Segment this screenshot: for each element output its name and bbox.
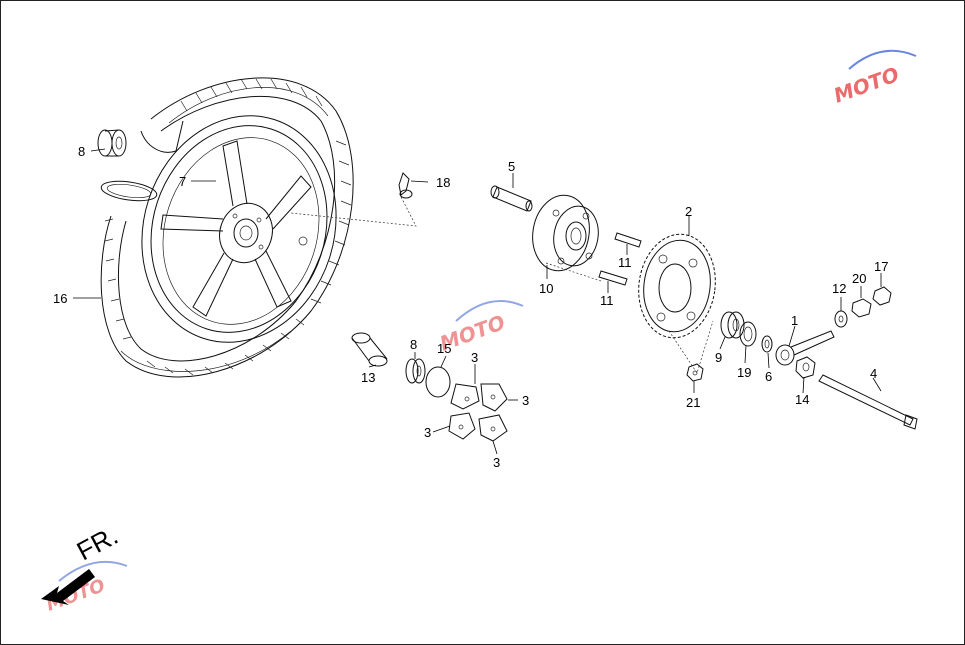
callout-17: 17: [874, 259, 888, 274]
callout-3-left: 3: [424, 425, 431, 440]
callout-6: 6: [765, 369, 772, 384]
hub-bolt: [490, 185, 533, 212]
sprocket-stud-upper: [614, 232, 642, 248]
bearing-right: [720, 311, 745, 339]
callout-21: 21: [686, 395, 700, 410]
watermark-logo-top-right: MOTO: [831, 49, 917, 108]
callout-16: 16: [53, 291, 67, 306]
wheel-bearing-left: [97, 129, 127, 157]
leader-lines: [73, 148, 882, 455]
tire-valve: [290, 172, 417, 227]
callout-9: 9: [715, 350, 722, 365]
washer: [834, 310, 848, 328]
rear-axle: [818, 374, 918, 430]
callout-20: 20: [852, 271, 866, 286]
callouts: 1 2 3 3 3 3 4 5 6 7 8 8 9 10 11 11 12 13…: [53, 144, 888, 470]
callout-18: 18: [436, 175, 450, 190]
chain-adjuster: [775, 330, 835, 366]
hub-damper-rubbers: [448, 383, 508, 442]
callout-12: 12: [832, 281, 846, 296]
callout-10: 10: [539, 281, 553, 296]
callout-11-upper: 11: [618, 255, 632, 270]
o-ring: [425, 366, 451, 398]
oil-seal: [739, 321, 757, 347]
callout-8-center: 8: [410, 337, 417, 352]
callout-11-lower: 11: [600, 293, 614, 308]
sprocket-stud-lower: [598, 270, 628, 286]
callout-13: 13: [361, 370, 375, 385]
callout-7: 7: [179, 174, 186, 189]
rear-sprocket: [638, 233, 716, 374]
callout-3-bottom: 3: [493, 455, 500, 470]
rim-wheel: [141, 115, 337, 343]
collar-spacer: [761, 335, 773, 353]
adjuster-nut: [851, 298, 872, 318]
callout-3-top: 3: [471, 350, 478, 365]
sprocket-nut: [686, 363, 704, 382]
cap-nut: [872, 286, 892, 306]
callout-5: 5: [508, 159, 515, 174]
sprocket-flange-hub: [532, 194, 602, 282]
callout-19: 19: [737, 365, 751, 380]
callout-3-right: 3: [522, 393, 529, 408]
callout-14: 14: [795, 392, 809, 407]
svg-text:MOTO: MOTO: [831, 62, 903, 108]
callout-2: 2: [685, 204, 692, 219]
direction-label: FR.: [72, 520, 123, 566]
axle-nut: [795, 356, 816, 379]
callout-15: 15: [437, 341, 451, 356]
callout-4: 4: [870, 366, 877, 381]
callout-8-left: 8: [78, 144, 85, 159]
wheel-bearing-center: [405, 358, 426, 384]
callout-1: 1: [791, 313, 798, 328]
wheel-spacer-tube: [351, 332, 388, 367]
